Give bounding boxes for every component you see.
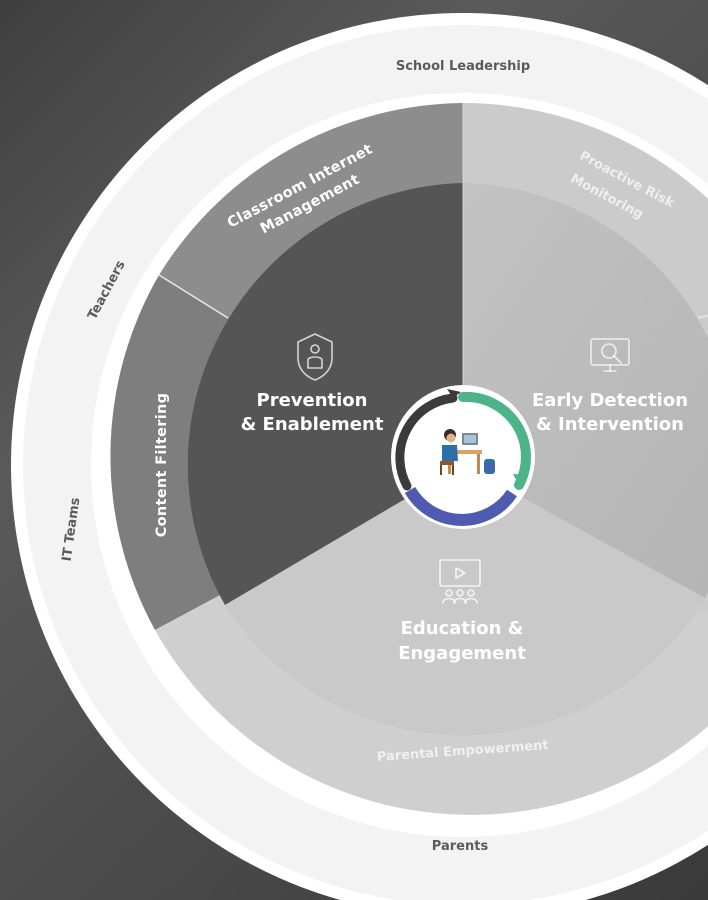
core-label-education-1: Education & [401, 618, 524, 639]
monitor-magnifier-icon [590, 338, 630, 372]
student-at-desk-icon [440, 429, 495, 475]
core-label-prevention-2: & Enablement [241, 414, 384, 435]
shield-person-icon [297, 333, 333, 381]
core-label-detection-2: & Intervention [536, 414, 684, 435]
segment-label-content-filtering: Content Filtering [154, 393, 170, 538]
center-hub [391, 385, 535, 529]
ring-label-parents: Parents [432, 839, 489, 854]
core-label-detection-1: Early Detection [532, 390, 688, 411]
ring-label-school-leadership: School Leadership [396, 59, 530, 74]
video-audience-icon [439, 559, 481, 604]
core-label-education-2: Engagement [398, 643, 526, 664]
core-label-prevention-1: Prevention [257, 390, 368, 411]
